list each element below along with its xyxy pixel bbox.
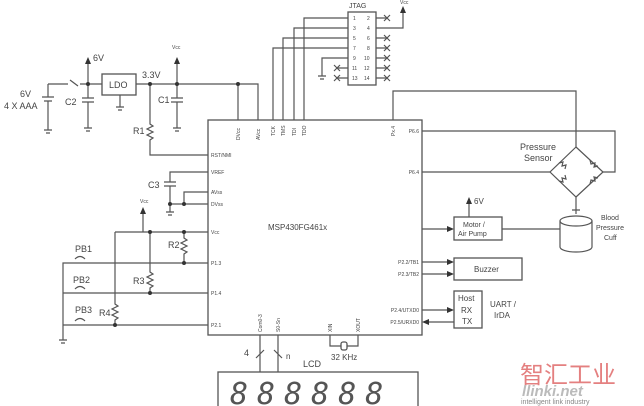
jtag-pin: 5: [353, 36, 356, 42]
pin-label: TMS: [281, 125, 287, 136]
pin-label: Px.4: [391, 126, 397, 136]
jtag-pin: 1: [353, 16, 356, 22]
jtag-pin: 12: [364, 66, 370, 72]
cuff-label-1: Blood: [601, 215, 619, 222]
mcu-top-pins: DVcc AVcc TCK TMS TDI TDO Px.4: [236, 125, 397, 140]
lcd-seg-bus-label: n: [286, 352, 290, 361]
pin-label: TDI: [292, 128, 298, 136]
pin-label: XOUT: [356, 318, 362, 332]
lcd-com-bus-label: 4: [244, 348, 249, 358]
host-label: Host: [458, 294, 475, 303]
jtag-pin: 6: [367, 36, 370, 42]
pin-label: AVss: [211, 190, 223, 196]
pin-label: P1.4: [211, 291, 222, 297]
mcu-right-pins: P6.6 P6.4 P2.2/TB1 P2.3/TB2 P2.4/UTXD0 P…: [390, 129, 419, 326]
pin-label: P2.2/TB1: [398, 260, 419, 266]
motor-label-1: Motor /: [463, 222, 485, 229]
pin-label: TCK: [271, 125, 277, 136]
pin-label: S0-Sn: [276, 318, 282, 332]
pb2-label: PB2: [73, 275, 90, 285]
vcc-label: Vcc: [172, 45, 181, 51]
r2-label: R2: [168, 240, 180, 250]
battery-voltage-label: 6V: [20, 89, 31, 99]
pin-label: P1.3: [211, 261, 222, 267]
jtag-pin: 4: [367, 26, 370, 32]
rail-3v3-label: 3.3V: [142, 70, 161, 80]
battery-type-label: 4 X AAA: [4, 101, 38, 111]
jtag-pin: 8: [367, 46, 370, 52]
vcc-label-2: Vcc: [140, 199, 149, 205]
pin-label: XIN: [328, 323, 334, 332]
pressure-sensor: Pressure Sensor: [392, 90, 616, 198]
rail-6v-label: 6V: [93, 53, 104, 63]
pressure-sensor-label-1: Pressure: [520, 142, 556, 152]
c1-label: C1: [158, 95, 170, 105]
watermark-site: llinki.net: [522, 383, 584, 400]
jtag-title: JTAG: [349, 3, 366, 10]
pin-label: TDO: [302, 125, 308, 136]
lcd-label: LCD: [303, 359, 322, 369]
host-rx-label: RX: [461, 306, 473, 315]
pin-label: VREF: [211, 170, 224, 176]
jtag-pin: 11: [352, 66, 357, 72]
power-section: 6V 4 X AAA 6V C2 LDO 3.3V Vcc C1 R1: [4, 45, 259, 156]
watermark-cn: 智汇工业: [520, 361, 616, 389]
pin-label: Vcc: [211, 230, 220, 236]
motor-supply-label: 6V: [474, 197, 484, 206]
mcu-bottom-pins: Com0-3 S0-Sn XIN XOUT: [258, 314, 362, 332]
cuff-label-3: Cuff: [604, 235, 617, 242]
pin-label: P2.3/TB2: [398, 272, 419, 278]
uart-label-2: IrDA: [494, 311, 511, 320]
pressure-sensor-label-2: Sensor: [524, 153, 553, 163]
r3-label: R3: [133, 276, 145, 286]
buzzer-and-host: Buzzer Host RX TX UART / IrDA: [422, 257, 523, 329]
ldo-label: LDO: [109, 80, 128, 90]
watermark-logo: 智汇工业 llinki.net intelligent link industr…: [520, 361, 616, 406]
jtag-pin: 13: [352, 76, 358, 82]
buzzer-label: Buzzer: [474, 265, 499, 274]
mcu-chip: MSP430FG461x DVcc AVcc TCK TMS TDI TDO P…: [207, 119, 423, 336]
jtag-pin: 14: [364, 76, 370, 82]
pin-label: P6.6: [409, 129, 420, 135]
jtag-connector: JTAG Vcc 1 3 5 7 9 11 13 2 4 6 8 10 12 1…: [272, 0, 409, 120]
cuff-and-pump: Motor / Air Pump 6V Blood Pressure Cuff: [422, 197, 624, 253]
pin-label: DVss: [211, 202, 223, 208]
cuff-label-2: Pressure: [596, 225, 624, 232]
crystal-label: 32 KHz: [331, 353, 357, 362]
jtag-vcc-label: Vcc: [400, 0, 409, 6]
watermark-tagline: intelligent link industry: [521, 399, 590, 406]
pin-label: P2.4/UTXD0: [391, 308, 419, 314]
motor-label-2: Air Pump: [458, 231, 487, 238]
mcu-left-pins: RST/NMI VREF AVss DVss Vcc P1.3 P1.4 P2.…: [211, 153, 232, 329]
lcd-digits: 888888: [230, 377, 392, 406]
pin-label: RST/NMI: [211, 153, 232, 159]
jtag-pin: 10: [364, 56, 370, 62]
c2-label: C2: [65, 97, 77, 107]
pb3-label: PB3: [75, 305, 92, 315]
mcu-name: MSP430FG461x: [268, 223, 327, 232]
button-section: Vcc R2 R3 R4 PB1 PB2 PB3: [59, 199, 208, 344]
host-tx-label: TX: [462, 317, 473, 326]
pin-label: P2.1: [211, 323, 222, 329]
jtag-pin: 7: [353, 46, 356, 52]
pin-label: DVcc: [236, 128, 242, 140]
jtag-pin: 2: [367, 16, 370, 22]
crystal-and-lcd: 32 KHz 4 n LCD 888888: [217, 335, 419, 406]
pb1-label: PB1: [75, 244, 92, 254]
jtag-pin: 9: [353, 56, 356, 62]
pin-label: AVcc: [256, 128, 262, 140]
uart-label-1: UART /: [490, 300, 517, 309]
pin-label: P6.4: [409, 170, 420, 176]
pin-label: P2.5/URXD0: [390, 320, 419, 326]
pin-label: Com0-3: [258, 314, 264, 332]
jtag-pin: 3: [353, 26, 356, 32]
vref-section: C3: [148, 171, 208, 216]
r1-label: R1: [133, 126, 145, 136]
c3-label: C3: [148, 180, 160, 190]
r4-label: R4: [99, 308, 111, 318]
